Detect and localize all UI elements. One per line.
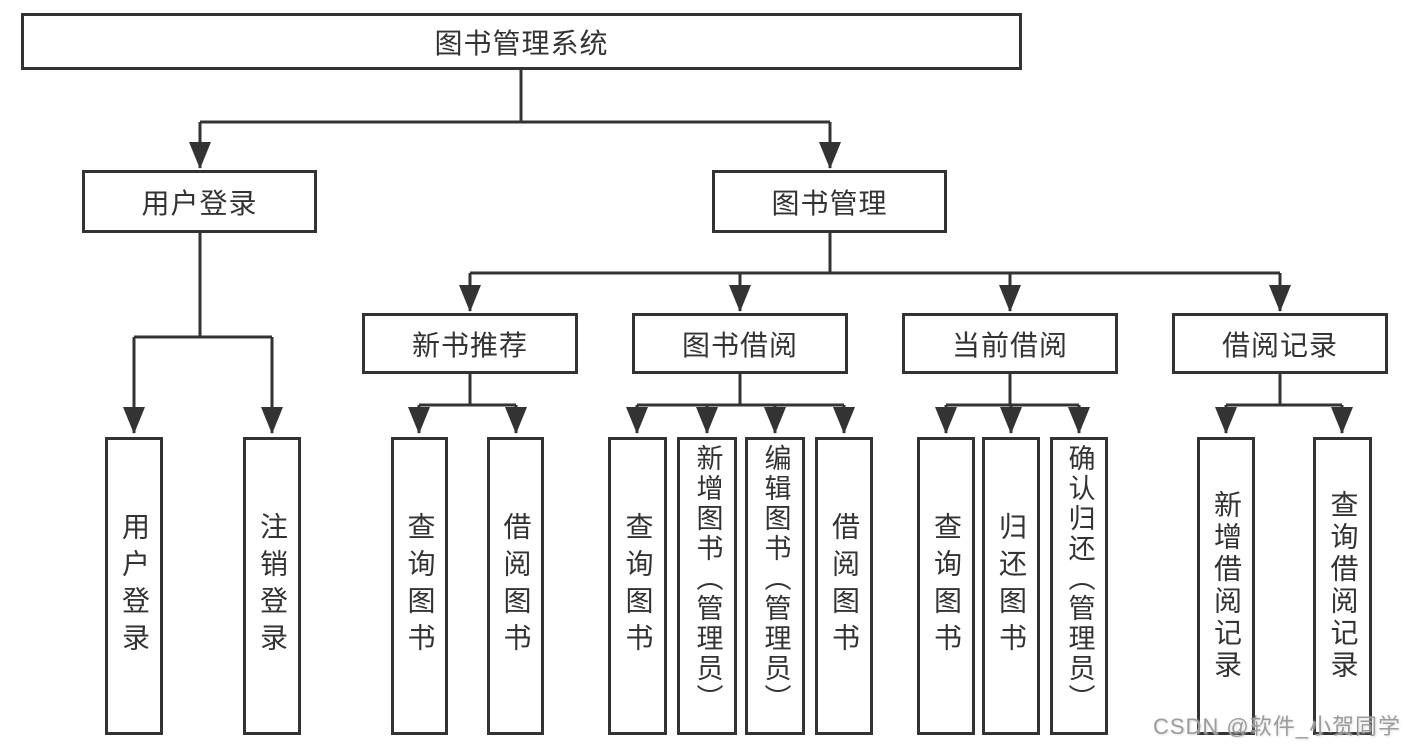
edge-root-to-level2 (189, 70, 841, 169)
node-new-book-recommend: 新书推荐 (362, 313, 578, 374)
edge-new-book-to-leaves (408, 374, 527, 434)
node-borrow-records-label: 借阅记录 (1221, 329, 1338, 361)
node-root-label: 图书管理系统 (434, 27, 609, 59)
leaf-logout-login-label: 注销登录 (257, 512, 288, 660)
edge-borrow-records-to-leaves (1215, 374, 1353, 434)
node-root-system: 图书管理系统 (21, 13, 1022, 70)
leaf-newbook-query-book-label: 查询图书 (404, 512, 436, 660)
leaf-records-add-record-label: 新增借阅记录 (1211, 490, 1242, 682)
leaf-current-query-book: 查询图书 (917, 437, 975, 735)
node-borrow-records: 借阅记录 (1172, 313, 1388, 374)
leaf-borrow-edit-book-admin-label: 编辑图书（管理员） (760, 444, 791, 714)
node-new-book-recommend-label: 新书推荐 (411, 329, 528, 361)
node-book-management: 图书管理 (712, 170, 947, 233)
node-current-borrow: 当前借阅 (902, 313, 1118, 374)
leaf-borrow-add-book-admin: 新增图书（管理员） (677, 437, 737, 735)
csdn-watermark: CSDN @软件_小贺同学 (1152, 714, 1401, 739)
edge-current-borrow-to-leaves (935, 374, 1090, 434)
leaf-records-query-record-label: 查询借阅记录 (1327, 490, 1359, 682)
node-user-login: 用户登录 (82, 170, 317, 233)
leaf-borrow-query-book-label: 查询图书 (622, 512, 654, 660)
leaf-borrow-borrow-book: 借阅图书 (815, 437, 873, 735)
leaf-borrow-query-book: 查询图书 (608, 437, 667, 735)
leaf-borrow-borrow-book-label: 借阅图书 (829, 512, 860, 660)
leaf-borrow-edit-book-admin: 编辑图书（管理员） (745, 437, 805, 735)
leaf-current-return-book-label: 归还图书 (996, 512, 1027, 660)
node-current-borrow-label: 当前借阅 (951, 329, 1068, 361)
leaf-current-query-book-label: 查询图书 (931, 512, 962, 660)
leaf-user-login-label: 用户登录 (119, 512, 150, 660)
leaf-newbook-borrow-book: 借阅图书 (487, 437, 544, 735)
node-book-borrow-label: 图书借阅 (681, 329, 798, 361)
leaf-current-confirm-return-admin-label: 确认归还（管理员） (1064, 444, 1095, 714)
leaf-newbook-query-book: 查询图书 (391, 437, 448, 735)
leaf-user-login: 用户登录 (105, 437, 163, 735)
node-book-management-label: 图书管理 (771, 187, 888, 219)
leaf-current-return-book: 归还图书 (982, 437, 1040, 735)
leaf-records-query-record: 查询借阅记录 (1313, 437, 1372, 735)
leaf-newbook-borrow-book-label: 借阅图书 (500, 512, 532, 660)
leaf-borrow-add-book-admin-label: 新增图书（管理员） (692, 444, 723, 714)
edge-user-login-to-leaves (123, 233, 283, 434)
edge-book-borrow-to-leaves (626, 374, 855, 434)
leaf-logout-login: 注销登录 (243, 437, 301, 735)
node-user-login-label: 用户登录 (141, 187, 258, 219)
edge-book-mgmt-to-level3 (459, 233, 1291, 312)
leaf-current-confirm-return-admin: 确认归还（管理员） (1050, 437, 1108, 735)
node-book-borrow: 图书借阅 (632, 313, 848, 374)
leaf-records-add-record: 新增借阅记录 (1197, 437, 1255, 735)
